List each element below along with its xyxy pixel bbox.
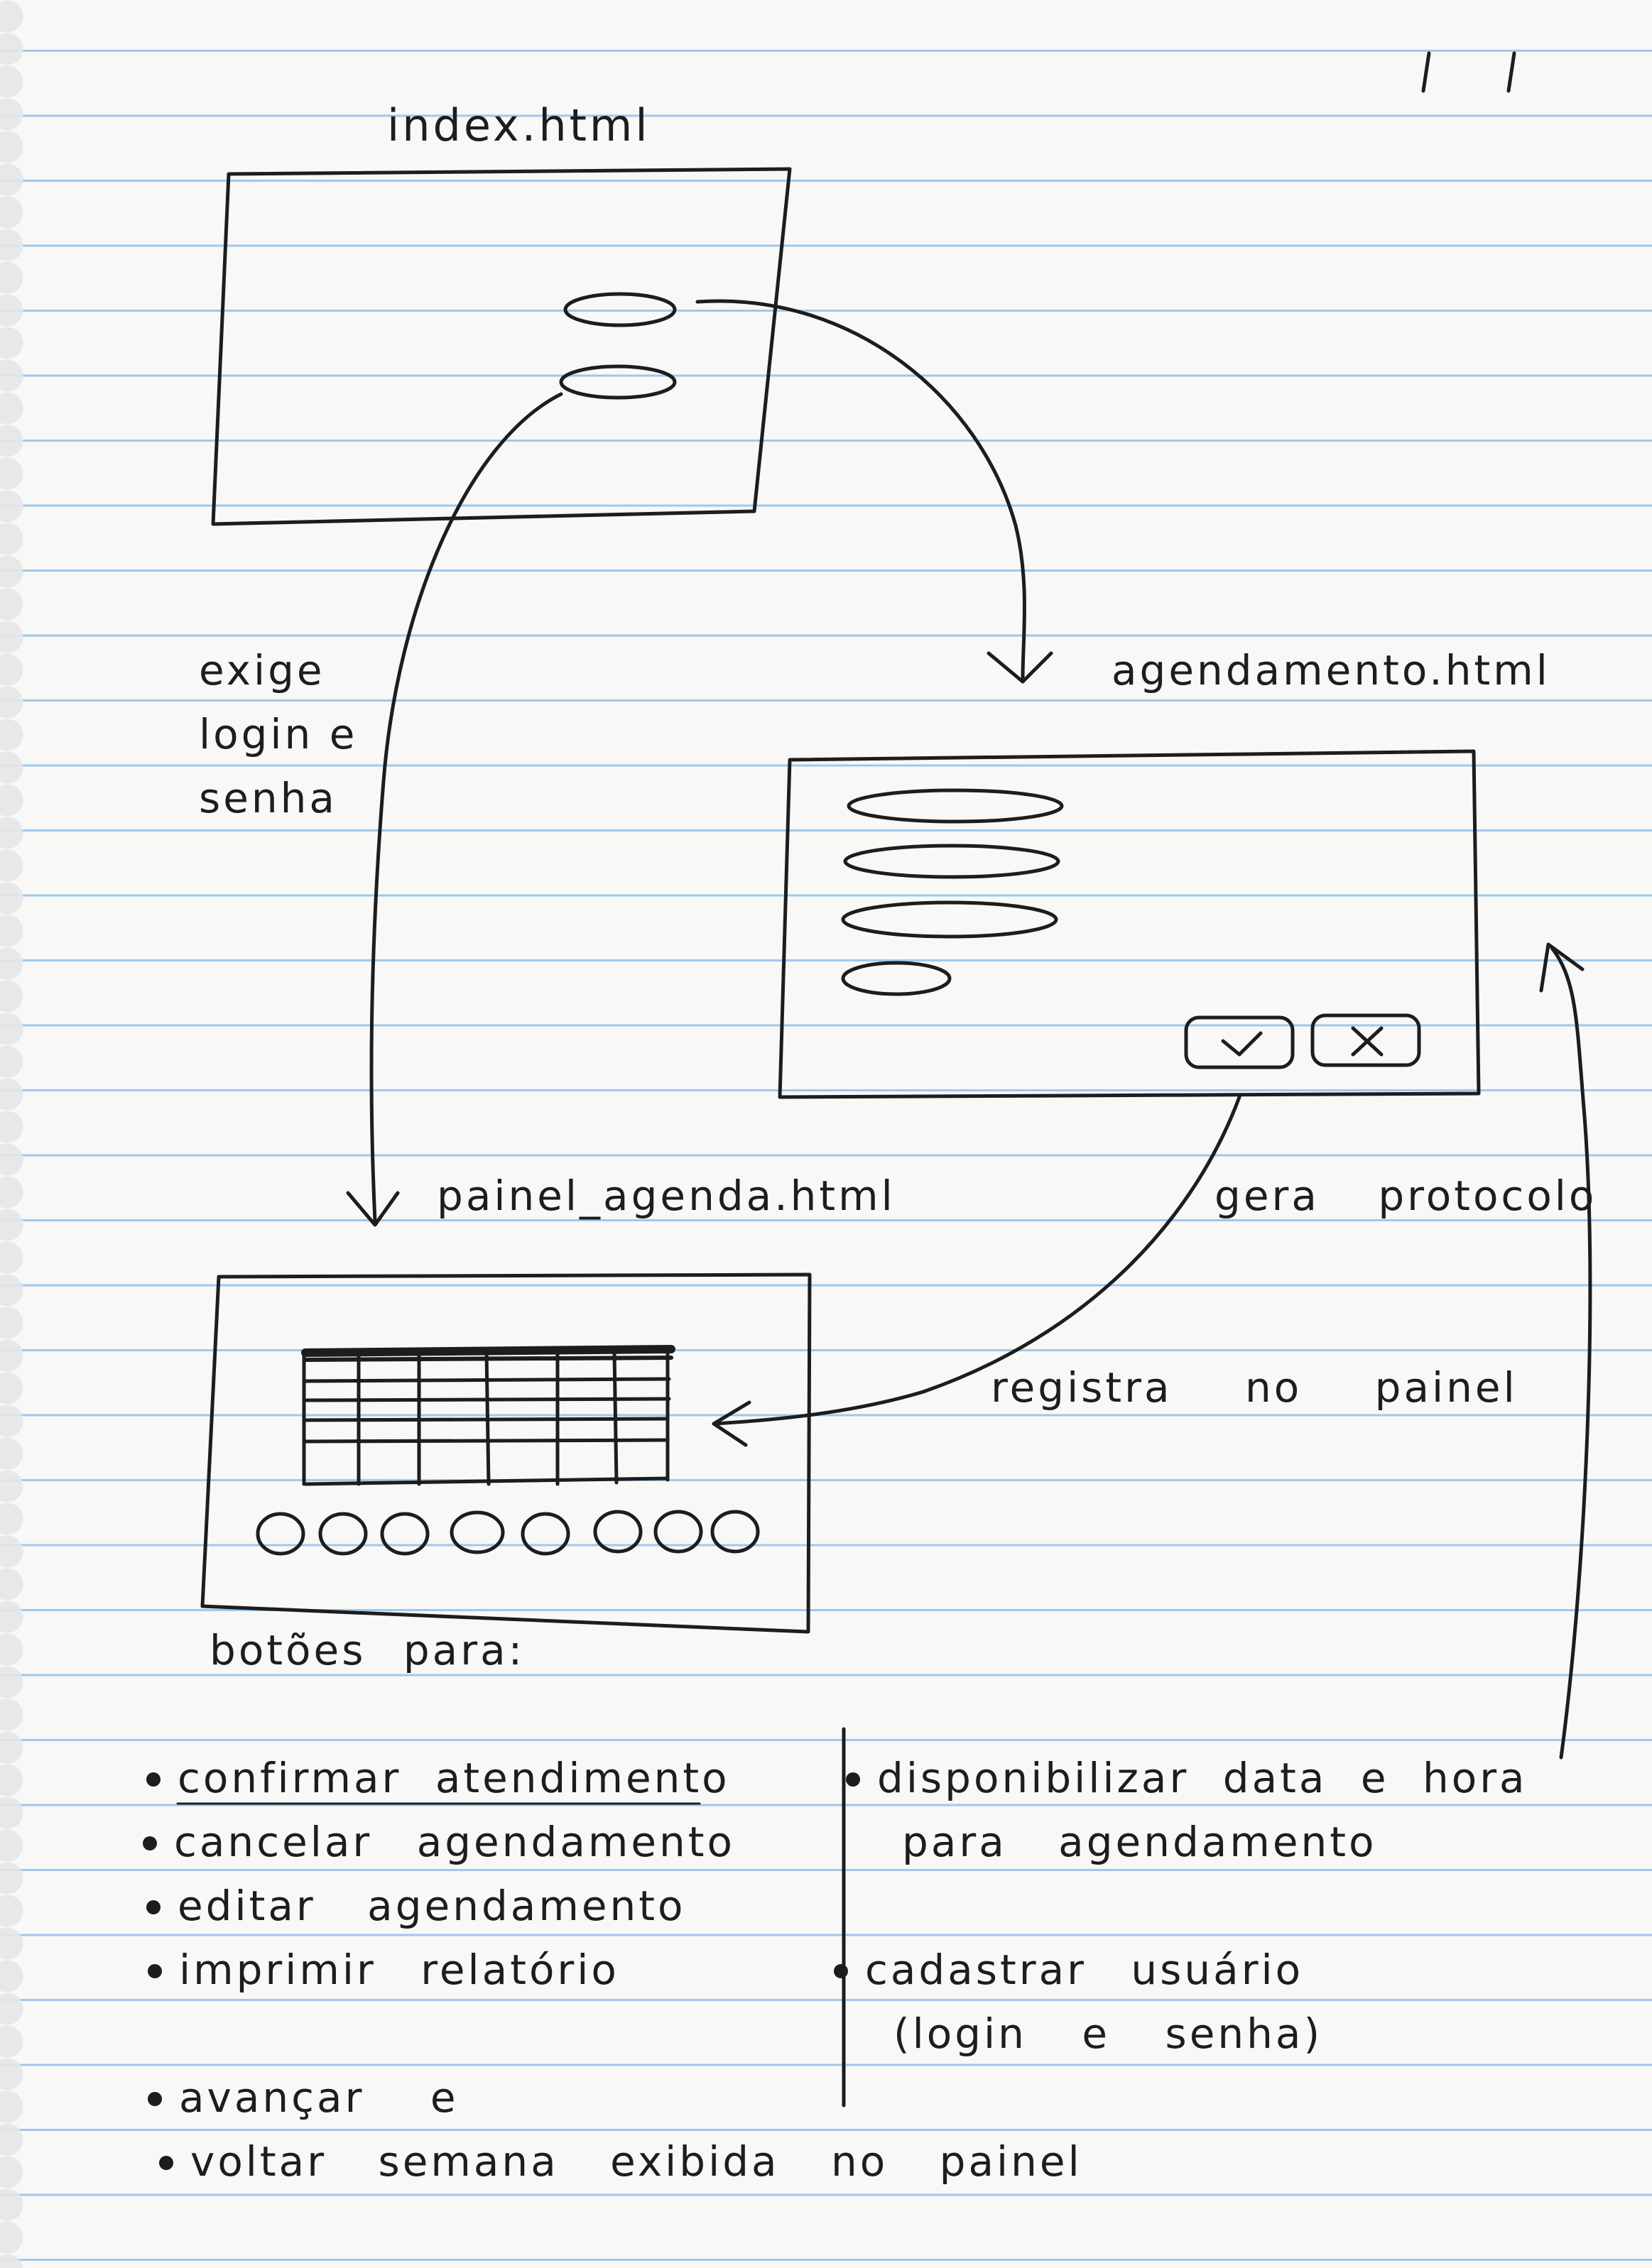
list-item-disponibilizar-cont: para agendamento xyxy=(902,1818,1377,1866)
note-login: login e xyxy=(199,710,358,758)
list-item-disponibilizar: disponibilizar data e hora xyxy=(846,1754,1528,1802)
list-item-cadastrar: cadastrar usuário xyxy=(833,1946,1304,1994)
panel-button-5 xyxy=(521,1512,570,1556)
panel-button-1 xyxy=(256,1512,305,1556)
list-item-voltar: voltar semana exibida no painel xyxy=(159,2137,1082,2186)
schedule-table xyxy=(301,1345,675,1486)
index-button-2 xyxy=(559,364,677,400)
panel-button-8 xyxy=(710,1510,760,1554)
painel-page-box xyxy=(200,1272,812,1634)
arrow-list-to-agendamento xyxy=(1539,942,1592,1760)
arrow-agendamento-to-painel xyxy=(712,1095,1241,1447)
list-item-imprimir: imprimir relatório xyxy=(148,1946,619,1994)
note-senha: senha xyxy=(199,774,337,822)
confirm-button xyxy=(1184,1015,1295,1069)
spiral-binding xyxy=(0,0,78,2268)
arrow-index-to-painel xyxy=(346,392,563,1227)
date-slashes xyxy=(1421,51,1516,93)
painel-page-title: painel_agenda.html xyxy=(437,1172,896,1220)
list-item-cancelar: cancelar agendamento xyxy=(142,1818,736,1866)
panel-button-3 xyxy=(380,1512,430,1556)
note-gera-protocolo: gera protocolo xyxy=(1214,1172,1597,1220)
panel-button-4 xyxy=(450,1510,505,1554)
agendamento-page-title: agendamento.html xyxy=(1112,646,1550,694)
list-item-avancar: avançar e xyxy=(148,2073,459,2122)
x-icon xyxy=(1351,1026,1384,1057)
agendamento-page-box xyxy=(778,749,1481,1099)
index-button-1 xyxy=(563,292,677,327)
form-field-2 xyxy=(843,844,1060,879)
check-icon xyxy=(1221,1031,1263,1057)
panel-button-2 xyxy=(318,1512,368,1556)
list-item-confirmar: confirmar atendimento xyxy=(146,1754,730,1802)
index-page-box xyxy=(211,167,792,526)
form-field-1 xyxy=(847,788,1064,824)
panel-button-6 xyxy=(593,1510,643,1554)
note-exige: exige xyxy=(199,646,325,694)
arrow-index-to-agendamento xyxy=(695,299,1053,684)
buttons-heading: botões para: xyxy=(210,1626,526,1674)
list-item-editar: editar agendamento xyxy=(146,1882,686,1930)
panel-buttons xyxy=(256,1510,760,1556)
form-field-3 xyxy=(841,900,1058,939)
form-field-4 xyxy=(841,961,952,996)
cancel-button xyxy=(1310,1013,1421,1067)
list-item-cadastrar-cont: (login e senha) xyxy=(893,2010,1323,2058)
index-page-title: index.html xyxy=(387,99,651,151)
note-registra-painel: registra no painel xyxy=(991,1363,1518,1412)
panel-button-7 xyxy=(653,1510,703,1554)
